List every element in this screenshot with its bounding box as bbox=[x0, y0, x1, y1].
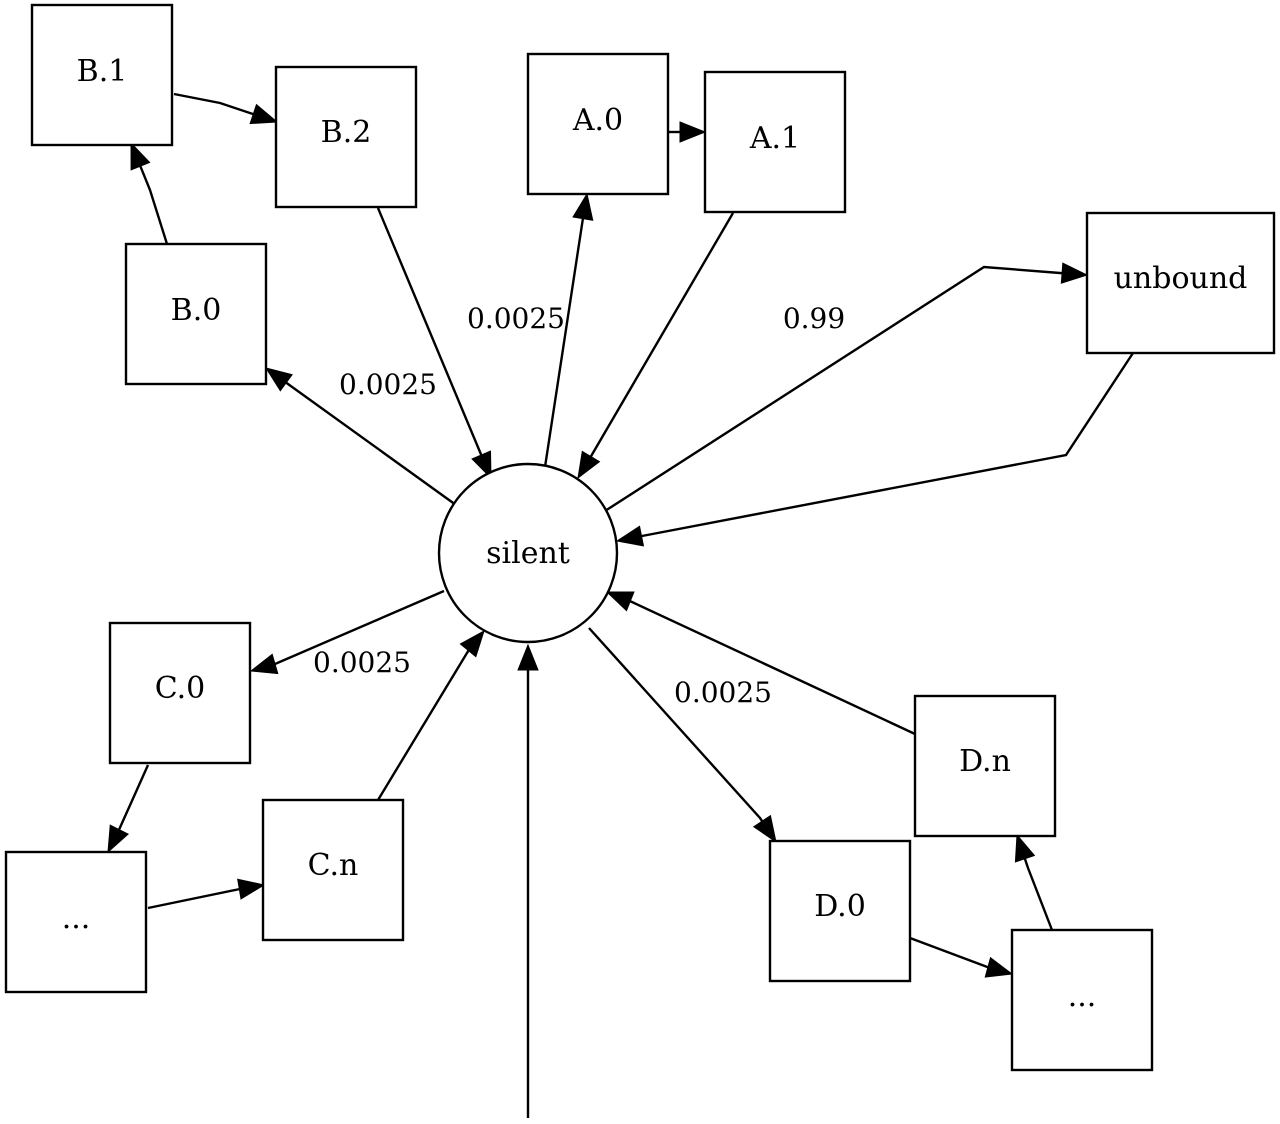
edges-layer bbox=[107, 92, 1135, 1118]
node-silent: silent bbox=[437, 462, 619, 644]
node-Dn: D.n bbox=[913, 694, 1057, 838]
state-box bbox=[274, 65, 418, 209]
state-box bbox=[261, 798, 405, 942]
edge-silent-to-B0 bbox=[285, 381, 457, 506]
arrowhead-icon bbox=[752, 814, 777, 844]
arrowhead-icon bbox=[517, 643, 539, 671]
edge-B0-to-B1 bbox=[139, 165, 169, 245]
node-B2: B.2 bbox=[274, 65, 418, 209]
state-box bbox=[108, 621, 252, 765]
node-A0: A.0 bbox=[526, 52, 670, 196]
node-A1: A.1 bbox=[703, 70, 847, 214]
edge-C0-to-Cdots bbox=[116, 764, 150, 833]
arrowhead-icon bbox=[249, 653, 279, 675]
node-unbound: unbound bbox=[1085, 211, 1276, 355]
state-box bbox=[124, 242, 268, 386]
arrowhead-icon bbox=[237, 878, 266, 900]
state-box bbox=[30, 3, 174, 147]
node-D0: D.0 bbox=[768, 839, 912, 983]
state-box bbox=[913, 694, 1057, 838]
node-B1: B.1 bbox=[30, 3, 174, 147]
arrowhead-icon bbox=[679, 121, 707, 143]
edge-label-silent-to-D0: 0.0025 bbox=[674, 676, 772, 709]
node-label: C.0 bbox=[155, 671, 206, 706]
state-box bbox=[1010, 928, 1154, 1072]
state-box bbox=[1085, 211, 1276, 355]
node-label: unbound bbox=[1114, 261, 1248, 296]
node-Cdots: ... bbox=[4, 850, 148, 994]
edge-labels-layer: 0.0025 0.0025 0.0025 0.0025 0.99 bbox=[313, 302, 845, 709]
arrowhead-icon bbox=[471, 450, 492, 480]
node-label: C.n bbox=[308, 848, 359, 883]
state-box bbox=[703, 70, 847, 214]
arrowhead-icon bbox=[605, 591, 635, 612]
node-label: D.n bbox=[959, 744, 1011, 779]
arrowhead-icon bbox=[1014, 833, 1036, 863]
node-label: A.0 bbox=[572, 103, 623, 138]
state-box bbox=[526, 52, 670, 196]
edge-label-silent-to-unbound: 0.99 bbox=[783, 302, 845, 335]
node-label: B.0 bbox=[171, 293, 222, 328]
edge-unbound-to-silent bbox=[641, 352, 1135, 538]
node-B0: B.0 bbox=[124, 242, 268, 386]
nodes-layer: silent A.0A.1B.0 B.1B.2C.0... C.nD.0... D.n u… bbox=[4, 3, 1276, 1072]
edge-silent-to-D0 bbox=[588, 627, 764, 822]
arrowhead-icon bbox=[459, 629, 485, 658]
arrowhead-icon bbox=[107, 824, 130, 854]
edge-A1-to-silent bbox=[588, 212, 735, 459]
arrowhead-icon bbox=[130, 141, 151, 171]
edge-label-silent-to-A0: 0.0025 bbox=[467, 302, 565, 335]
node-label: B.1 bbox=[77, 54, 128, 89]
node-label: ... bbox=[1068, 979, 1097, 1014]
node-label: D.0 bbox=[814, 889, 866, 924]
edge-B1-to-B2 bbox=[173, 92, 254, 116]
arrowhead-icon bbox=[984, 956, 1014, 978]
edge-D0-to-Ddots bbox=[909, 936, 991, 970]
node-Cn: C.n bbox=[261, 798, 405, 942]
edge-label-silent-to-B0: 0.0025 bbox=[339, 368, 437, 401]
edge-label-silent-to-C0: 0.0025 bbox=[313, 646, 411, 679]
arrowhead-icon bbox=[577, 450, 601, 480]
state-box bbox=[768, 839, 912, 983]
edge-Cdots-to-Cn bbox=[147, 887, 241, 910]
node-label: ... bbox=[62, 901, 91, 936]
edge-silent-to-C0 bbox=[274, 589, 445, 666]
edge-Ddots-to-Dn bbox=[1023, 858, 1054, 931]
arrowhead-icon bbox=[249, 103, 279, 125]
edge-Dn-to-silent bbox=[629, 600, 916, 736]
node-label: A.1 bbox=[749, 121, 800, 156]
node-label: silent bbox=[486, 536, 570, 571]
node-label: B.2 bbox=[321, 115, 372, 150]
node-Ddots: ... bbox=[1010, 928, 1154, 1072]
arrowhead-icon bbox=[572, 192, 594, 221]
state-box bbox=[4, 850, 148, 994]
arrowhead-icon bbox=[615, 525, 645, 547]
node-C0: C.0 bbox=[108, 621, 252, 765]
edge-silent-to-A0 bbox=[543, 217, 585, 468]
edge-B2-to-silent bbox=[376, 207, 483, 456]
arrowhead-icon bbox=[1060, 262, 1089, 284]
state-circle bbox=[437, 462, 619, 644]
edge-silent-to-unbound bbox=[604, 265, 1063, 513]
arrowhead-icon bbox=[264, 367, 293, 392]
